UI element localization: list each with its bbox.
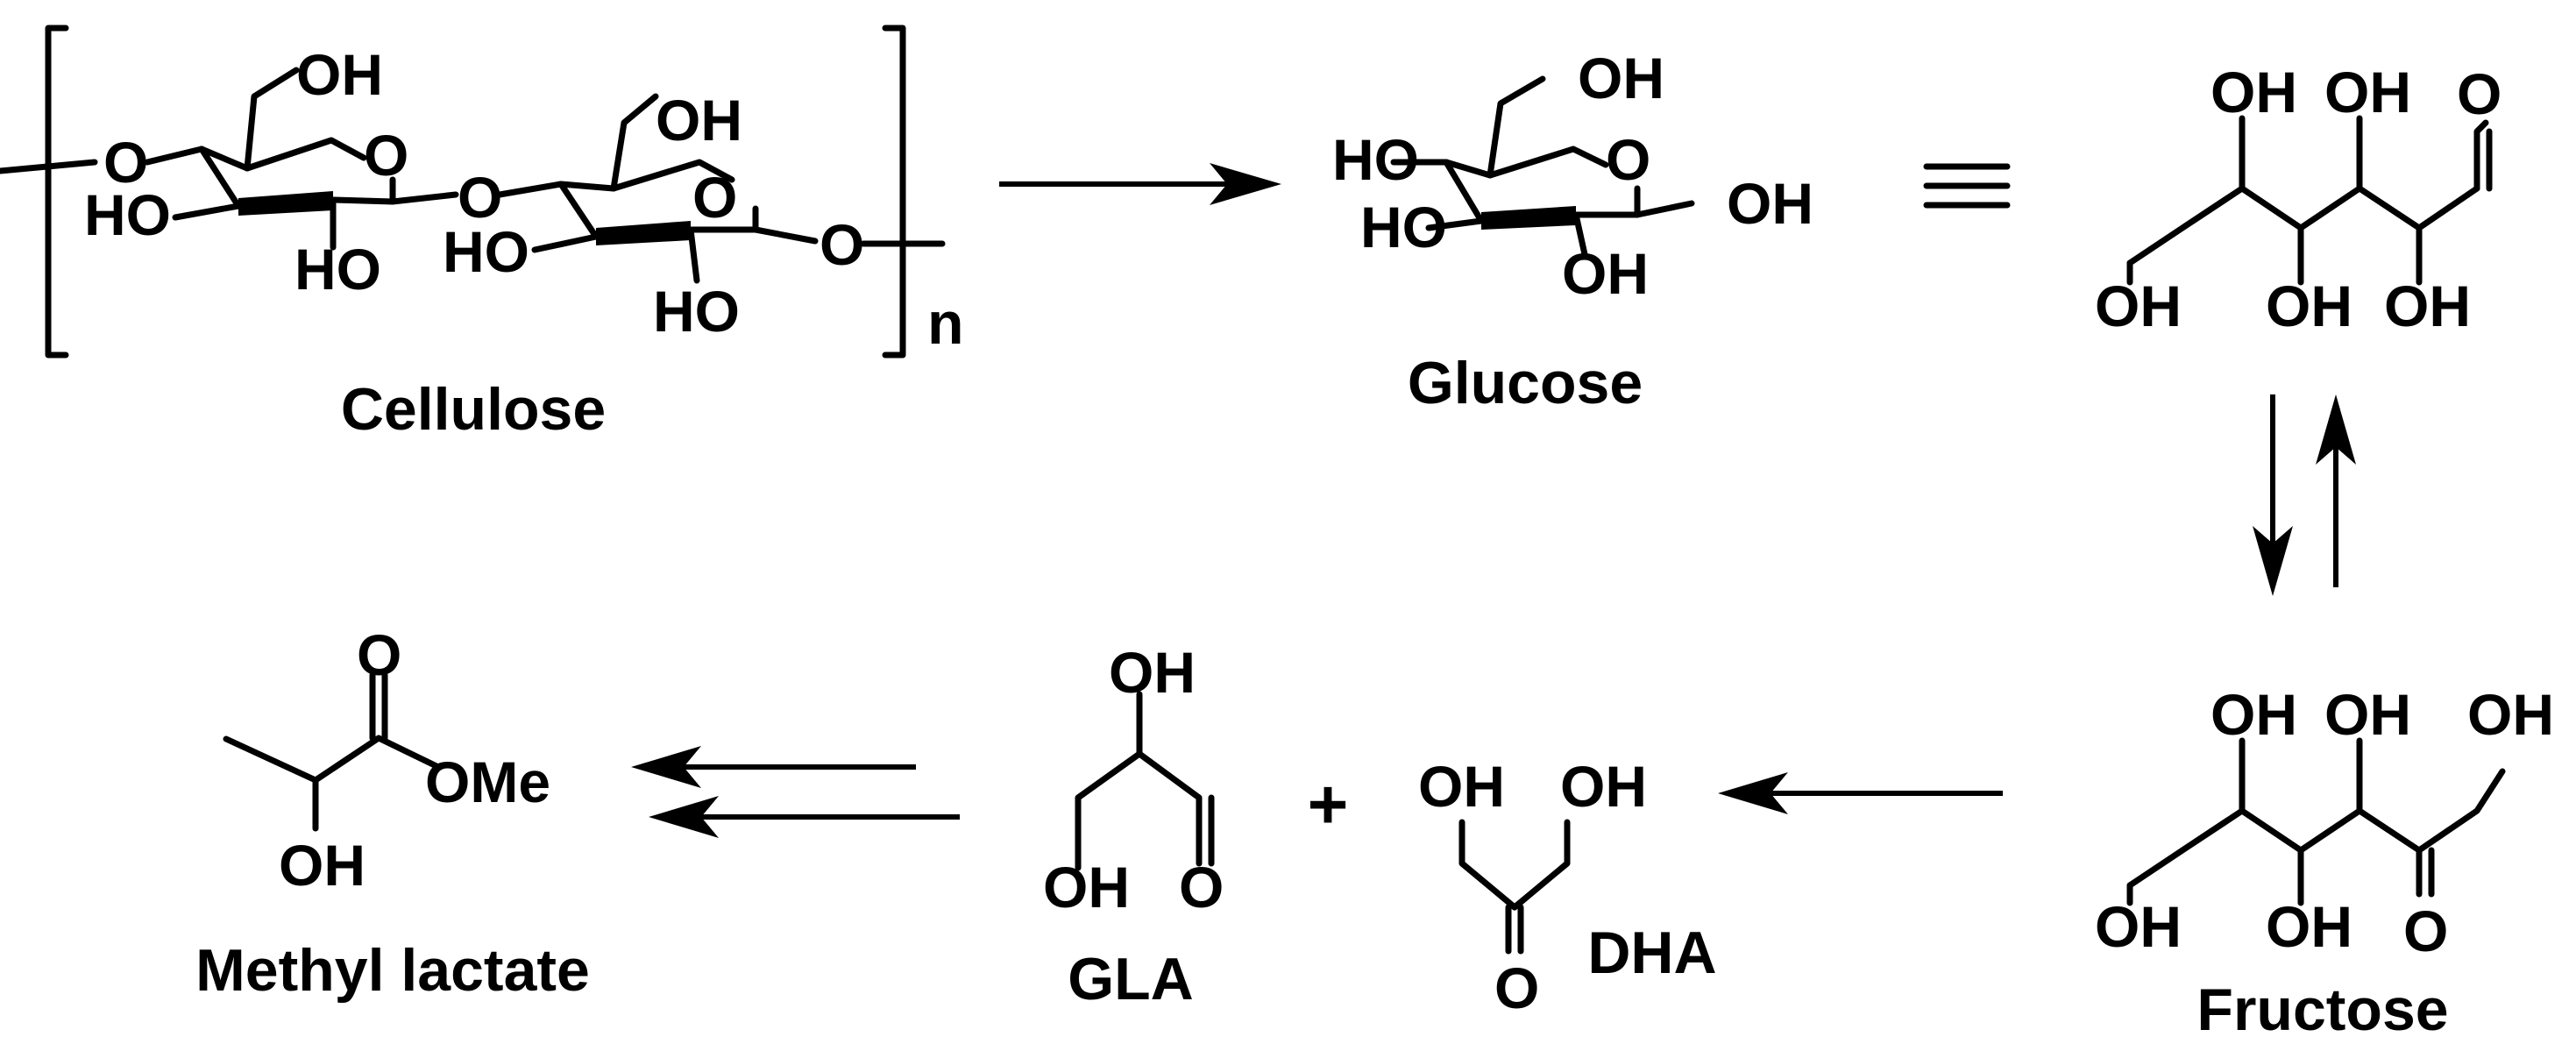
glucose-oh-c2: OH	[1562, 241, 1649, 306]
methyl-lactate-structure: O OMe OH Methyl lactate	[195, 622, 590, 1004]
oh-c5: OH	[2211, 60, 2297, 124]
aldehyde-o: O	[2457, 61, 2501, 126]
glucose-open-chain: O OH OH OH OH OH	[2095, 60, 2501, 338]
bond	[1425, 217, 1485, 231]
oxygen-right: O	[820, 212, 864, 277]
fructose-structure: O OH OH OH OH OH Fructose	[2095, 682, 2554, 1043]
arrow-hydrolysis	[999, 163, 1281, 205]
arrow-up	[2316, 394, 2356, 465]
ring1-ho-b: HO	[295, 237, 381, 302]
oxygen-left: O	[103, 130, 148, 195]
oh-c4: OH	[2266, 273, 2352, 338]
oh-c4: OH	[2266, 894, 2352, 959]
glucose-wedge	[1481, 206, 1576, 230]
fructose-label: Fructose	[2196, 976, 2448, 1043]
bond	[172, 202, 242, 221]
oh-c5: OH	[2211, 682, 2297, 747]
left-end-bond	[0, 159, 98, 174]
glucose-ring-oxygen: O	[1606, 127, 1650, 192]
left-bracket	[45, 25, 69, 359]
oh-c6: OH	[2095, 894, 2182, 959]
bond	[752, 226, 819, 245]
gla-structure: O OH OH GLA	[1043, 640, 1224, 1012]
methyl-lactate-label: Methyl lactate	[195, 937, 590, 1004]
bond	[389, 191, 459, 205]
equivalence-sign: ≡	[1923, 163, 2011, 209]
chain	[1458, 819, 1571, 911]
glucose-ch2	[1487, 75, 1546, 179]
dha-label: DHA	[1587, 920, 1716, 986]
glucose-label: Glucose	[1408, 350, 1643, 416]
ring2-ho-b: HO	[653, 279, 740, 344]
oh-c6: OH	[2095, 273, 2182, 338]
ml-ome: OMe	[425, 749, 550, 814]
bond	[144, 146, 205, 166]
ring1-oxygen: O	[364, 123, 408, 188]
ml-oh: OH	[279, 833, 365, 898]
glycosidic-oxygen: O	[458, 165, 502, 230]
bond	[687, 226, 700, 284]
chain	[1075, 750, 1203, 871]
glucose-structure: O OH HO HO OH OH Glucose	[1332, 46, 1813, 416]
aldehyde-bond	[2473, 119, 2489, 192]
gla-o: O	[1179, 855, 1224, 920]
oh-c2: OH	[2384, 273, 2471, 338]
ring2-ch2	[610, 93, 659, 192]
gla-oh-top: OH	[1109, 640, 1196, 705]
ring2-wedge	[596, 221, 691, 245]
gla-label: GLA	[1068, 946, 1194, 1012]
repeat-subscript: n	[927, 290, 964, 357]
arrow-retro-aldol	[1718, 772, 2003, 814]
ring2-oxygen: O	[692, 165, 737, 230]
ring1-wedge	[238, 191, 333, 216]
dha-oh-right: OH	[1560, 754, 1647, 819]
cellulose-label: Cellulose	[341, 376, 606, 443]
dha-o: O	[1494, 955, 1539, 1020]
plus-sign: +	[1308, 765, 1349, 843]
oh-c3: OH	[2324, 682, 2411, 747]
ring1-ho-a: HO	[84, 182, 171, 247]
ring2-ho-a: HO	[443, 219, 529, 284]
glucose-oh-top: OH	[1578, 46, 1664, 110]
chain	[2126, 768, 2506, 889]
oh-c1: OH	[2467, 682, 2554, 747]
arrow-down	[2253, 526, 2293, 596]
ring1-ch2	[244, 67, 300, 172]
ring1-oh: OH	[296, 42, 383, 107]
bond	[1572, 211, 1588, 258]
glucose-ho-c3: HO	[1360, 195, 1447, 259]
glucose-ho-c4: HO	[1332, 127, 1419, 192]
glucose-oh-c1: OH	[1727, 171, 1813, 236]
gla-oh-bottom: OH	[1043, 855, 1130, 920]
cellulose-structure: n O O OH HO HO O O OH HO HO O Cel	[0, 25, 964, 443]
ring2-top	[557, 159, 735, 192]
dha-oh-left: OH	[1418, 754, 1505, 819]
ring1-top	[198, 137, 367, 172]
bond	[1634, 200, 1695, 218]
bond	[531, 233, 600, 253]
isomerization-arrows	[2253, 394, 2356, 596]
dha-structure: O OH OH DHA	[1418, 754, 1717, 1020]
bond	[496, 181, 564, 198]
ml-carbonyl-o: O	[357, 622, 401, 687]
chain	[223, 735, 442, 784]
oh-c3: OH	[2324, 60, 2411, 124]
ketone-o: O	[2403, 898, 2448, 963]
arrow-multistep	[631, 746, 960, 838]
right-bracket	[882, 25, 906, 359]
ring2-oh: OH	[656, 88, 742, 153]
glucose-ring-top	[1443, 146, 1609, 179]
